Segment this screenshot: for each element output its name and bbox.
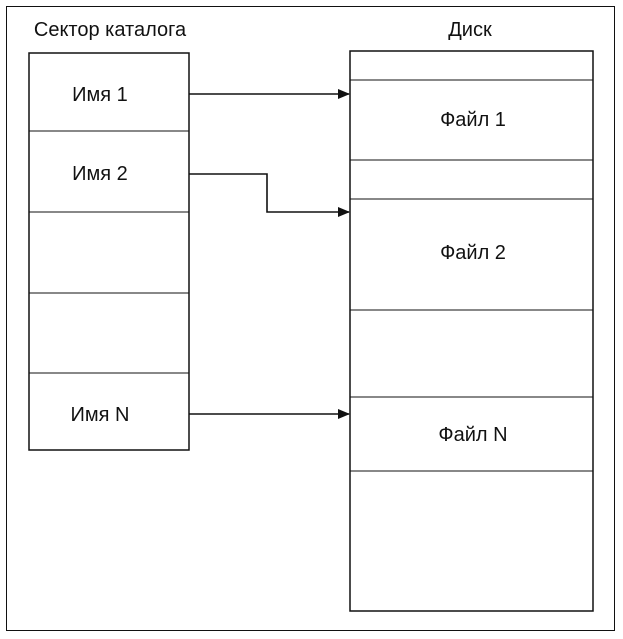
disk-block-file-2: Файл 2 (440, 242, 506, 264)
directory-entry-name-2: Имя 2 (72, 163, 128, 185)
disk-block-file-n: Файл N (438, 424, 507, 446)
link-arrow-2 (189, 173, 350, 217)
directory-entry-name-1: Имя 1 (72, 84, 128, 106)
directory-title: Сектор каталога (34, 19, 187, 41)
directory-entry-name-n: Имя N (71, 404, 130, 426)
directory-sector-outline (28, 52, 190, 451)
disk-outline (349, 50, 594, 612)
disk-title: Диск (448, 19, 492, 41)
diagram-frame (6, 6, 615, 631)
disk: Файл 1 Файл 2 Файл N (349, 50, 594, 612)
disk-block-file-1: Файл 1 (440, 109, 506, 131)
directory-sector: Имя 1 Имя 2 Имя N (28, 52, 190, 451)
